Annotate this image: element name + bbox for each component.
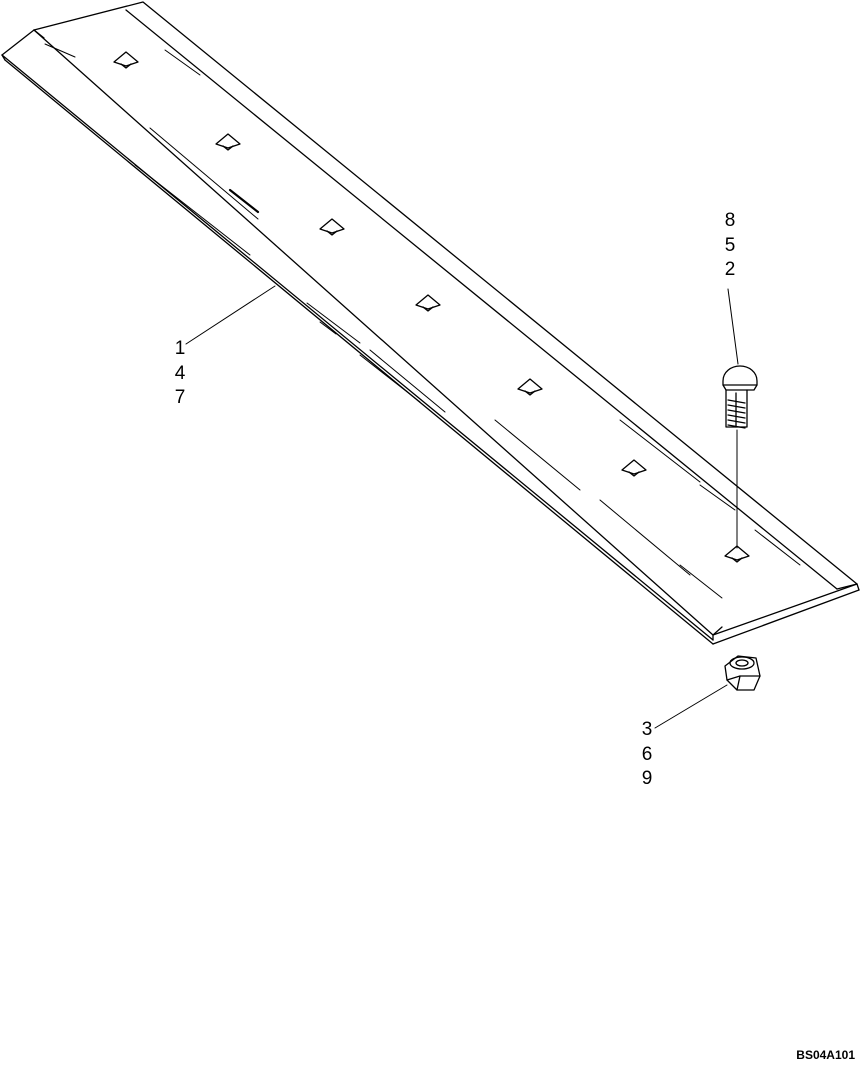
leader-line-bolt: [727, 288, 739, 365]
callout-number: 9: [641, 768, 653, 789]
callout-number: 6: [641, 743, 653, 765]
callout-blade: 1 4 7: [170, 337, 190, 411]
leader-line-nut: [654, 684, 728, 729]
callout-number: 4: [174, 362, 186, 384]
plow-bolt: [722, 365, 758, 429]
bolt-hole-4: [415, 294, 441, 312]
callout-nut: 3 6 9: [637, 718, 657, 792]
bolt-hole-5: [517, 378, 543, 396]
bolt-hole-1: [113, 51, 139, 69]
callout-number: 7: [174, 387, 186, 408]
figure-id: BS04A101: [796, 1048, 855, 1062]
cutting-edge-blade: [1, 1, 860, 645]
bolt-hole-6: [621, 459, 647, 477]
surface-shading-lines: [44, 43, 801, 599]
callout-number: 1: [174, 338, 186, 359]
bolt-hole-2: [215, 133, 241, 151]
bolt-hole-3: [319, 218, 345, 236]
leader-line-blade: [185, 285, 276, 345]
callout-number: 2: [724, 259, 736, 280]
bolt-hole-7: [724, 545, 750, 563]
hex-nut: [724, 655, 761, 691]
callout-number: 5: [724, 234, 736, 256]
callout-number: 8: [724, 210, 736, 231]
callout-bolt: 8 5 2: [720, 209, 740, 283]
callout-number: 3: [641, 719, 653, 740]
